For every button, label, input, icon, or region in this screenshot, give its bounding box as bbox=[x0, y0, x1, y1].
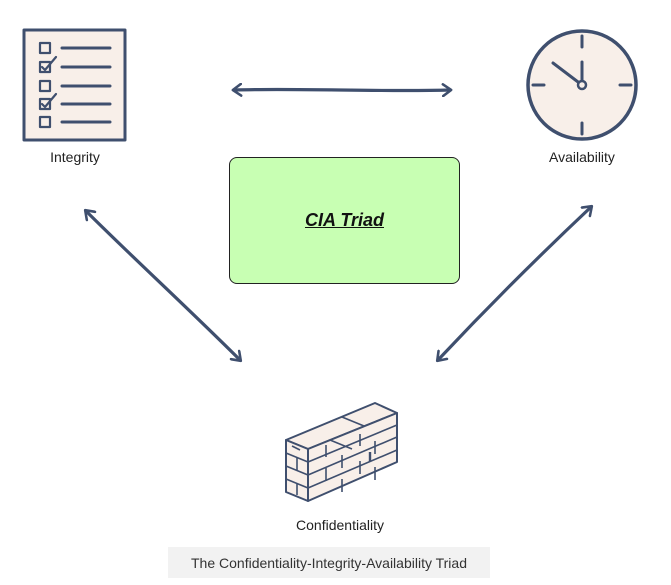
brick-wall-icon bbox=[285, 402, 398, 502]
integrity-label: Integrity bbox=[50, 149, 100, 165]
cia-triad-box: CIA Triad bbox=[229, 157, 460, 284]
cia-triad-title: CIA Triad bbox=[304, 210, 384, 230]
clock-icon bbox=[526, 29, 638, 141]
arrow-integrity-confidentiality bbox=[86, 211, 240, 360]
diagram-caption: The Confidentiality-Integrity-Availabili… bbox=[168, 547, 490, 578]
availability-label: Availability bbox=[549, 149, 615, 165]
arrow-integrity-availability bbox=[234, 89, 450, 90]
arrow-availability-confidentiality bbox=[438, 207, 591, 360]
checklist-icon bbox=[22, 28, 127, 142]
confidentiality-label: Confidentiality bbox=[296, 517, 384, 533]
